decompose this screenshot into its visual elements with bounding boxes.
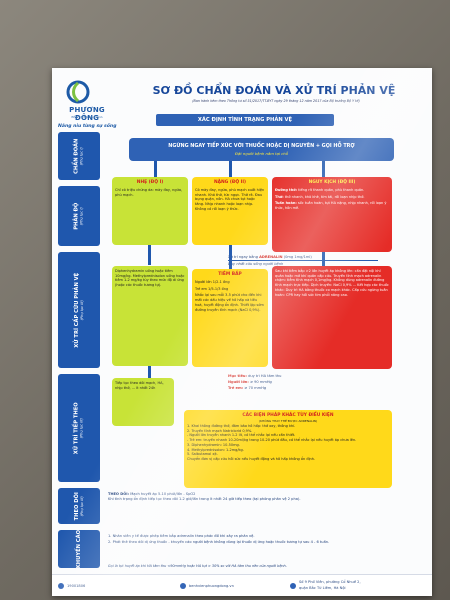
treat-mild-text: Diphenhydramin uống hoặc tiêm 10mg/kg. M… xyxy=(115,269,185,288)
other-measures-title: CÁC BIỆN PHÁP KHÁC TÙY ĐIỀU KIỆN xyxy=(242,413,334,418)
bottom-note: Gọi là tụt huyết áp khi HA tâm thu <90mm… xyxy=(108,564,287,568)
grade-mild-box: NHẸ (ĐỘ I) Chỉ có triệu chứng da: mày đa… xyxy=(112,177,188,245)
treat-critical-text: Sau khi tiêm bắp >2 lần huyết áp không l… xyxy=(275,269,389,297)
grade-critical-box: NGUY KỊCH (ĐỘ III) Đường thở: tiếng rít … xyxy=(272,177,392,252)
location-icon xyxy=(290,583,296,589)
section-followup: XỬ TRÍ TIẾP THEO(Phụ lục III) xyxy=(58,374,100,482)
arrow-critical xyxy=(322,161,325,177)
arrow-severe-treat xyxy=(229,245,232,269)
footer-web: benhvienphuongdong.vn xyxy=(189,584,234,588)
brand-subtitle: BỆNH VIỆN ĐA KHOA xyxy=(71,115,103,119)
poster-subtitle: (Ban hành kèm theo Thông tư số 51/2017/T… xyxy=(192,99,360,103)
grade-critical-title: NGUY KỊCH (ĐỘ III) xyxy=(308,180,356,185)
stop-main-text: NGỪNG NGAY TIẾP XÚC VỚI THUỐC HOẶC DỊ NG… xyxy=(168,143,355,149)
bp-target: Mục tiêu: duy trì HA tâm thu Người lớn: … xyxy=(228,374,282,390)
treat-im-title: TIÊM BẮP xyxy=(218,272,242,277)
grade-severe-box: NẶNG (ĐỘ II) Có mày đay, ngứa, phù mạch … xyxy=(192,177,268,245)
grade-severe-text: Có mày đay, ngứa, phù mạch xuất hiện nha… xyxy=(195,187,265,211)
arrow-mild-follow xyxy=(148,366,151,378)
followup-mild-text: Tiếp tục theo dõi mạch, HA, nhịp thở, ..… xyxy=(115,381,164,390)
section-advice: KHUYẾN CÁO xyxy=(58,530,100,568)
adrenaline-note: Xử trí ngay bằng ADRENALIN (0mg 1mg/1ml)… xyxy=(228,255,378,266)
treat-im-box: TIÊM BẮP Người lớn 1/2-1 ống Trẻ em 1/5-… xyxy=(192,269,268,367)
monitor-text: THEO DÕI: Mạch huyết áp 5-10 phút/lần - … xyxy=(108,492,301,502)
globe-icon xyxy=(180,583,186,589)
arrow-severe xyxy=(229,161,232,177)
grade-mild-title: NHẸ (ĐỘ I) xyxy=(136,180,164,185)
phone-icon xyxy=(58,583,64,589)
treat-critical-box: Sau khi tiêm bắp >2 lần huyết áp không l… xyxy=(272,266,392,369)
treat-mild-box: Diphenhydramin uống hoặc tiêm 10mg/kg. M… xyxy=(112,266,188,366)
advice-list: 1. Nhân viên y tế được phép tiêm bắp adr… xyxy=(108,534,330,544)
stop-exposure-banner: NGỪNG NGAY TIẾP XÚC VỚI THUỐC HOẶC DỊ NG… xyxy=(129,138,394,161)
logo-icon xyxy=(66,80,90,104)
poster-footer: 19001806 benhvienphuongdong.vn Số 9 Phố … xyxy=(52,574,432,596)
section-monitor: THEO DÕI(Phụ lục III) xyxy=(58,488,100,524)
grade-severe-title: NẶNG (ĐỘ II) xyxy=(213,180,247,185)
stop-sub-text: Đặt người bệnh nằm tại chỗ xyxy=(234,151,289,156)
section-grading: PHÂN ĐỘ(Phụ lục I) xyxy=(58,186,100,246)
brand-slogan: Nâng niu từng sự sống xyxy=(58,124,117,129)
followup-mild-box: Tiếp tục theo dõi mạch, HA, nhịp thở, ..… xyxy=(112,378,174,426)
arrow-critical-treat xyxy=(322,252,325,266)
footer-hotline: 19001806 xyxy=(67,584,86,588)
poster-board: PHƯƠNG ĐÔNG BỆNH VIỆN ĐA KHOA Nâng niu t… xyxy=(52,68,432,596)
footer-address-2: quận Bắc Từ Liêm, Hà Nội xyxy=(299,586,346,590)
brand-name: PHƯƠNG ĐÔNG xyxy=(69,106,105,122)
poster-title: SƠ ĐỒ CHẨN ĐOÁN VÀ XỬ TRÍ PHẢN VỆ xyxy=(152,84,396,97)
grade-mild-text: Chỉ có triệu chứng da: mày đay, ngứa, ph… xyxy=(115,187,183,197)
footer-address-1: Số 9 Phố Viên, phường Cổ Nhuế 2, xyxy=(299,580,361,584)
section-emergency: XỬ TRÍ CẤP CỨU PHẢN VỆ(Phụ lục III) xyxy=(58,252,100,368)
other-measures-box: CÁC BIỆN PHÁP KHÁC TÙY ĐIỀU KIỆN (KHÔNG … xyxy=(184,410,392,488)
determine-banner: XÁC ĐỊNH TÌNH TRẠNG PHẢN VỆ xyxy=(156,114,334,126)
arrow-mild-treat xyxy=(148,245,151,265)
section-diagnosis: CHẨN ĐOÁN(Phụ lục I) xyxy=(58,132,100,180)
arrow-mild xyxy=(154,161,157,177)
